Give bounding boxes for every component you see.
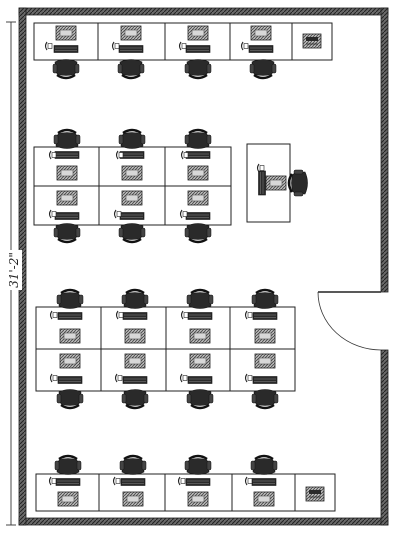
keyboard-icon (119, 151, 145, 159)
manager-desk (246, 143, 309, 223)
keyboard-icon (57, 376, 83, 384)
computer-monitor-icon (57, 491, 79, 507)
computer-monitor-icon (187, 165, 209, 181)
keyboard-icon (185, 45, 211, 53)
keyboard-icon (185, 212, 211, 220)
keyboard-icon (248, 45, 274, 53)
office-chair-icon (249, 454, 279, 476)
office-chair-icon (52, 222, 82, 244)
office-chair-icon (183, 58, 213, 80)
computer-monitor-icon (187, 190, 209, 206)
keyboard-icon (57, 312, 83, 320)
keyboard-icon (252, 376, 278, 384)
room-walls (18, 7, 389, 526)
office-chair-icon (183, 128, 213, 150)
office-chair-icon (118, 454, 148, 476)
workstation-row-4 (35, 454, 336, 512)
computer-monitor-icon (121, 165, 143, 181)
workstation-cluster-3 (35, 288, 296, 410)
office-chair-icon (55, 388, 85, 410)
keyboard-icon (120, 478, 146, 486)
keyboard-icon (252, 312, 278, 320)
computer-monitor-icon (56, 190, 78, 206)
computer-monitor-icon (189, 353, 211, 369)
door-icon (317, 291, 382, 351)
office-chair-icon (117, 222, 147, 244)
keyboard-icon (54, 212, 80, 220)
keyboard-icon (54, 151, 80, 159)
office-chair-icon (183, 222, 213, 244)
office-chair-icon (250, 288, 280, 310)
computer-monitor-icon (187, 491, 209, 507)
dimension-label: 31'-2" (6, 250, 22, 290)
office-chair-icon (55, 288, 85, 310)
printer-icon (302, 33, 322, 49)
computer-monitor-icon (254, 328, 276, 344)
workstation-row-1 (33, 22, 333, 80)
keyboard-icon (185, 151, 211, 159)
keyboard-icon (55, 478, 81, 486)
computer-monitor-icon (55, 25, 77, 41)
keyboard-icon (185, 478, 211, 486)
office-chair-icon (120, 388, 150, 410)
keyboard-icon (187, 376, 213, 384)
office-chair-icon (116, 58, 146, 80)
workstation-cluster-2 (33, 128, 232, 244)
office-chair-icon (250, 388, 280, 410)
office-chair-icon (185, 288, 215, 310)
computer-monitor-icon (250, 25, 272, 41)
keyboard-icon (251, 478, 277, 486)
office-chair-icon (51, 58, 81, 80)
keyboard-icon (122, 376, 148, 384)
office-chair-icon (52, 128, 82, 150)
computer-monitor-icon (254, 353, 276, 369)
keyboard-icon (118, 45, 144, 53)
printer-icon (305, 486, 325, 502)
computer-monitor-icon (124, 353, 146, 369)
computer-monitor-icon (122, 491, 144, 507)
computer-monitor-icon (56, 165, 78, 181)
computer-monitor-icon (189, 328, 211, 344)
office-chair-icon (183, 454, 213, 476)
computer-monitor-icon (121, 190, 143, 206)
keyboard-icon (53, 45, 79, 53)
computer-monitor-icon (59, 353, 81, 369)
computer-monitor-icon (265, 175, 287, 191)
computer-monitor-icon (120, 25, 142, 41)
computer-monitor-icon (124, 328, 146, 344)
office-chair-icon (53, 454, 83, 476)
keyboard-icon (187, 312, 213, 320)
computer-monitor-icon (59, 328, 81, 344)
office-chair-icon (185, 388, 215, 410)
office-chair-icon (117, 128, 147, 150)
keyboard-icon (119, 212, 145, 220)
office-chair-icon (248, 58, 278, 80)
office-chair-icon (120, 288, 150, 310)
keyboard-icon (122, 312, 148, 320)
computer-monitor-icon (187, 25, 209, 41)
computer-monitor-icon (253, 491, 275, 507)
